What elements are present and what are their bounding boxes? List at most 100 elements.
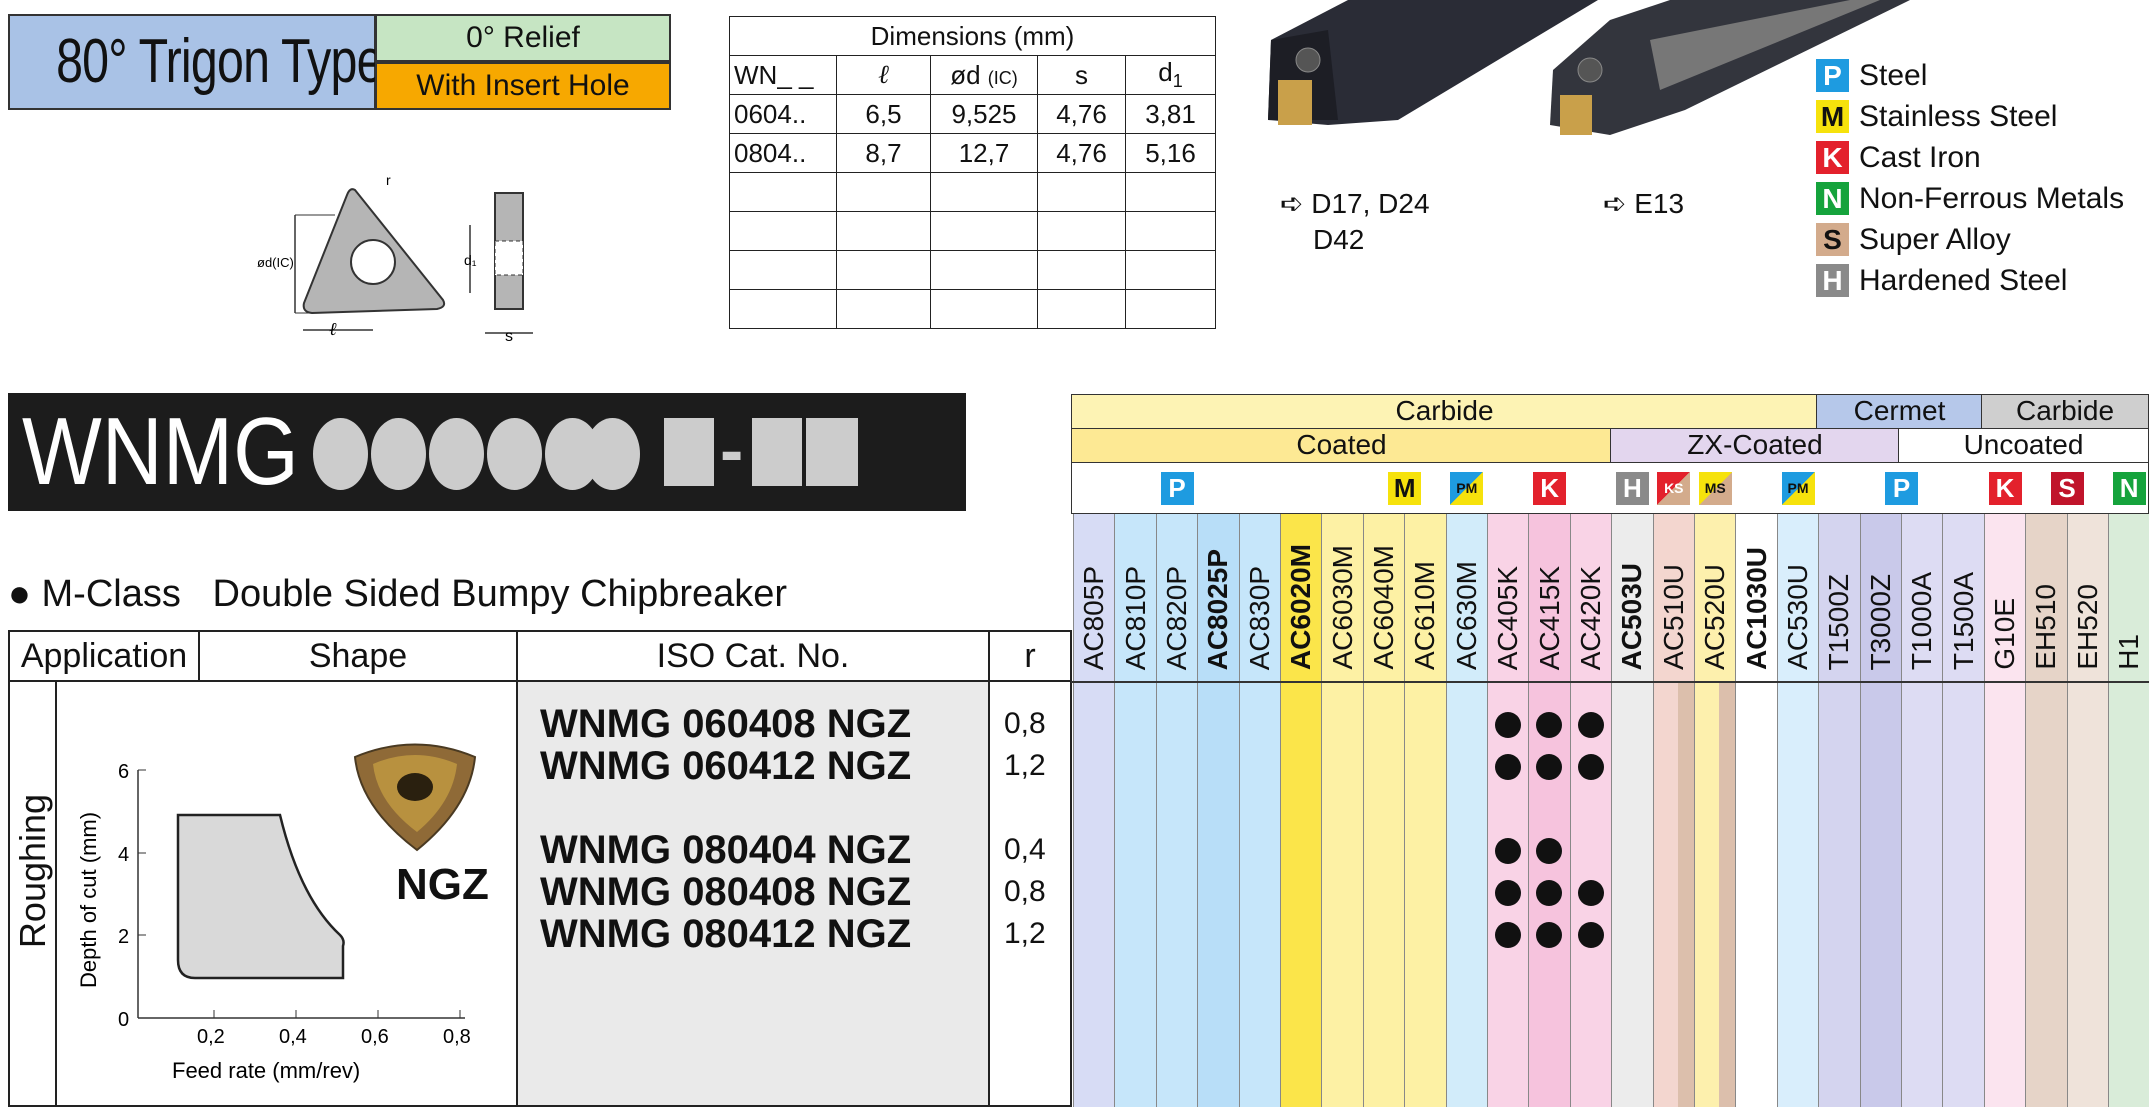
grade-column: AC8025P xyxy=(1197,512,1239,1107)
material-header-badge: PM xyxy=(1450,472,1484,505)
grade-label: AC6020M xyxy=(1285,543,1317,670)
grade-label: H1 xyxy=(2113,634,2145,670)
col-l: ℓ xyxy=(836,55,931,95)
material-header-badge: P xyxy=(1885,472,1918,505)
y-axis-label: Depth of cut (mm) xyxy=(76,812,101,988)
y-tick: 6 xyxy=(118,761,129,783)
grade-label: T1500A xyxy=(1947,571,1979,670)
legend-label: Cast Iron xyxy=(1859,140,1981,174)
availability-dot xyxy=(1536,754,1563,780)
availability-dot xyxy=(1494,880,1521,906)
header-application: Application xyxy=(8,630,200,682)
material-header-badge: H xyxy=(1615,472,1649,505)
material-header-badge: M xyxy=(1388,472,1422,505)
grade-label: AC810P xyxy=(1119,565,1151,670)
col-wn: WN_ _ xyxy=(729,55,837,95)
radius-value: 0,4 xyxy=(1004,833,1046,866)
chipbreaker-class: ● M-Class Double Sided Bumpy Chipbreaker xyxy=(8,573,788,615)
material-badge: M xyxy=(1816,100,1849,133)
grade-column: AC6020M xyxy=(1280,512,1322,1107)
grade-column: G10E xyxy=(1983,512,2026,1107)
catalog-item: WNMG 060412 NGZ xyxy=(540,744,912,788)
material-badge: H xyxy=(1816,264,1849,297)
availability-dot xyxy=(1536,922,1563,948)
chip-control-chart: 0 2 4 6 0,2 0,4 0,6 0,8 Feed rate (mm/re… xyxy=(76,761,471,1083)
grade-column: AC6030M xyxy=(1321,512,1363,1107)
designation-placeholder xyxy=(752,418,802,486)
iso-catalog-list: WNMG 060408 NGZ WNMG 060412 NGZ WNMG 080… xyxy=(540,703,911,955)
group-carbide-uncoated: Carbide xyxy=(1981,394,2149,430)
header-iso: ISO Cat. No. xyxy=(516,630,990,682)
material-header-badge: MS xyxy=(1698,472,1732,505)
availability-dot xyxy=(1577,922,1604,948)
grade-label: AC1030U xyxy=(1740,547,1772,670)
material-badge: S xyxy=(1816,223,1849,256)
grade-column: T1500A xyxy=(1942,512,1984,1107)
col-s: s xyxy=(1037,55,1126,95)
grade-column: AC1030U xyxy=(1735,512,1777,1107)
col-d1: d1 xyxy=(1125,55,1216,95)
availability-dot xyxy=(1494,922,1521,948)
material-header-row xyxy=(1071,462,2149,514)
material-badge: P xyxy=(1816,59,1849,92)
grade-column: AC520U xyxy=(1694,512,1736,1107)
legend-label: Super Alloy xyxy=(1859,222,2011,256)
holder-image-2 xyxy=(1550,0,1910,135)
grade-column: EH520 xyxy=(2066,512,2108,1107)
radius-value: 0,8 xyxy=(1004,707,1046,740)
grade-label: G10E xyxy=(1988,598,2020,670)
availability-dot xyxy=(1536,712,1563,738)
grade-label: AC610M xyxy=(1409,561,1441,670)
grade-label: AC503U xyxy=(1616,562,1648,670)
material-header-badge: K xyxy=(1533,472,1567,505)
grade-column: T1500Z xyxy=(1818,512,1860,1107)
grade-label: EH510 xyxy=(2030,584,2062,670)
r-cell xyxy=(988,682,1072,1107)
grade-column: T1000A xyxy=(1901,512,1943,1107)
grade-label: AC520U xyxy=(1699,564,1731,670)
material-header-badge: K xyxy=(1988,472,2022,505)
holder-1-ref: ➪ D17, D24 xyxy=(1280,188,1430,219)
holder-image-1 xyxy=(1268,0,1598,125)
grade-label: AC630M xyxy=(1450,561,1482,670)
designation-code: WNMG xyxy=(22,398,299,505)
grade-column: AC405K xyxy=(1487,512,1529,1107)
grade-label: AC415K xyxy=(1533,565,1565,670)
radius-list: 0,8 1,2 0,4 0,8 1,2 xyxy=(1004,703,1046,955)
grade-label: T1000A xyxy=(1906,571,1938,670)
header-r: r xyxy=(988,630,1072,682)
group-zx-coated: ZX-Coated xyxy=(1610,428,1900,464)
designation-placeholder xyxy=(664,418,714,486)
group-cermet: Cermet xyxy=(1816,394,1983,430)
grade-column: AC805P xyxy=(1073,512,1115,1107)
designation-placeholder xyxy=(585,418,640,490)
relief-label: 0° Relief xyxy=(375,14,671,62)
designation-placeholder xyxy=(313,418,368,490)
grade-column: EH510 xyxy=(2025,512,2067,1107)
designation-placeholder xyxy=(371,418,426,490)
grade-column: AC630M xyxy=(1445,512,1487,1107)
holder-2-ref: ➪ E13 xyxy=(1603,188,1685,219)
dimensions-header-row: WN_ _ ℓ ød (IC) s d1 xyxy=(729,55,1216,95)
y-tick: 0 xyxy=(118,1009,129,1031)
grade-column: AC420K xyxy=(1569,512,1612,1107)
designation-dash: - xyxy=(720,411,744,489)
group-carbide: Carbide xyxy=(1071,394,1818,430)
y-tick: 2 xyxy=(118,926,129,948)
grid-divider xyxy=(1071,681,2149,683)
legend-label: Non-Ferrous Metals xyxy=(1859,181,2125,215)
grade-label: AC510U xyxy=(1657,564,1689,670)
shape-name: NGZ xyxy=(396,860,489,909)
radius-value: 1,2 xyxy=(1004,749,1046,782)
insert-hole-label: With Insert Hole xyxy=(375,62,671,110)
grade-column: AC415K xyxy=(1528,512,1570,1107)
l-label: ℓ xyxy=(329,319,337,339)
r-label: r xyxy=(386,172,391,188)
designation-placeholder xyxy=(806,418,858,486)
